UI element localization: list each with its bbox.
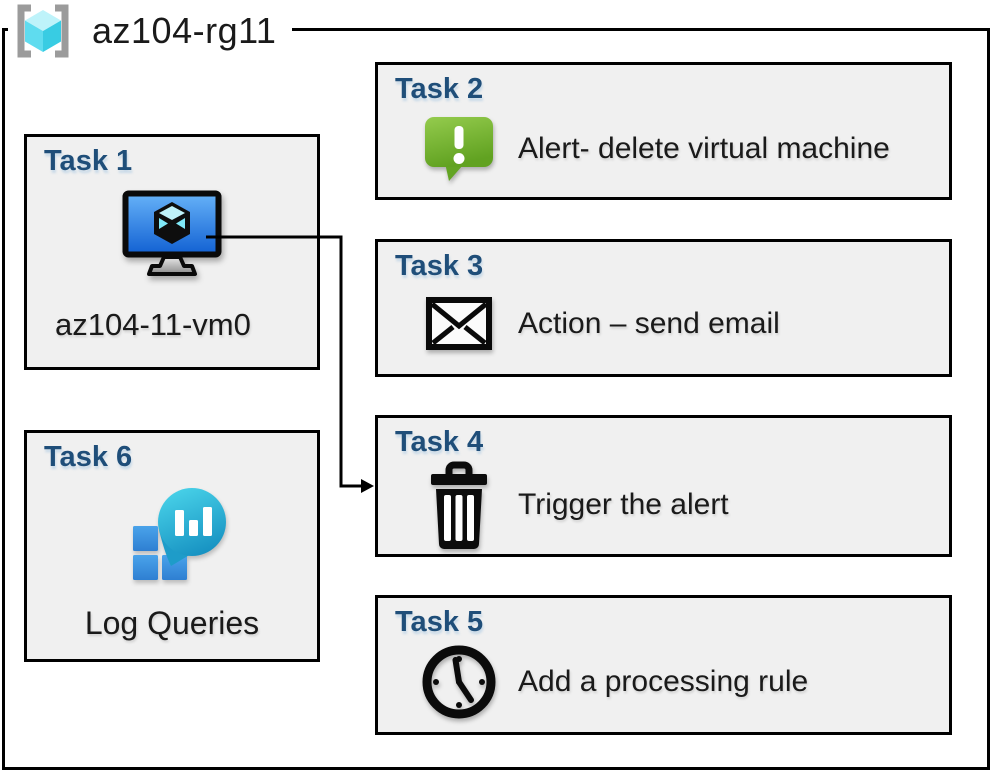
log-analytics-icon: [129, 486, 239, 591]
task3-heading: Task 3: [395, 250, 484, 282]
task5-content: Add a processing rule: [416, 643, 949, 721]
task2-box: Task 2 Alert- delete virtual machine: [375, 62, 952, 200]
alert-message-icon: [416, 114, 502, 184]
task3-box: Task 3 Action – send email: [375, 239, 952, 377]
task3-label: Action – send email: [518, 306, 780, 340]
resource-group-icon: [12, 2, 74, 60]
task4-heading: Task 4: [395, 426, 484, 458]
task2-content: Alert- delete virtual machine: [416, 114, 949, 184]
trash-can-icon: [416, 461, 502, 549]
task4-box: Task 4 Trigger the alert: [375, 415, 952, 557]
task3-content: Action – send email: [416, 289, 949, 359]
task2-label: Alert- delete virtual machine: [518, 131, 890, 165]
task6-label: Log Queries: [84, 604, 260, 641]
task4-content: Trigger the alert: [416, 461, 949, 549]
task1-box: Task 1 az104-11-vm0: [24, 134, 320, 370]
clock-icon: [416, 643, 502, 721]
task5-box: Task 5 Add a processing rule: [375, 595, 952, 735]
task1-label: az104-11-vm0: [55, 306, 251, 342]
virtual-machine-icon: [122, 190, 222, 283]
task5-heading: Task 5: [395, 606, 484, 638]
task4-label: Trigger the alert: [518, 487, 729, 521]
task6-heading: Task 6: [44, 441, 133, 473]
task2-heading: Task 2: [395, 73, 484, 105]
task6-box: Task 6 Log Q: [24, 430, 320, 662]
task1-heading: Task 1: [44, 145, 133, 177]
email-envelope-icon: [416, 289, 502, 359]
resource-group-title: az104-rg11: [92, 10, 277, 51]
task5-label: Add a processing rule: [518, 664, 809, 698]
resource-group-header: az104-rg11: [8, 2, 293, 64]
